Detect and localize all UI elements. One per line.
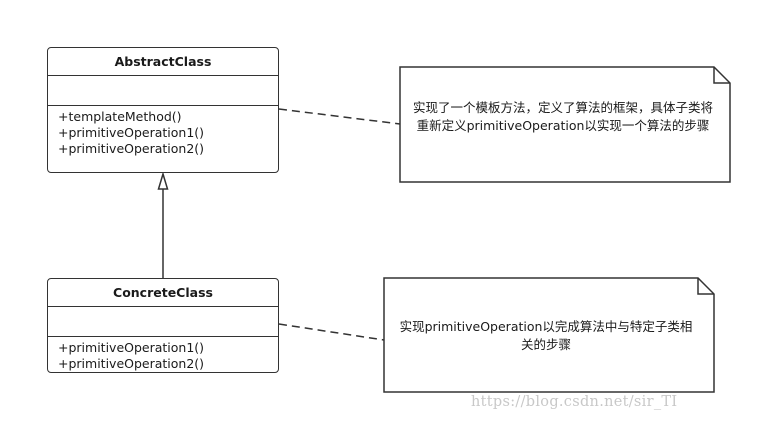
concrete-class-operations: +primitiveOperation1() +primitiveOperati… <box>48 337 278 372</box>
watermark: https://blog.csdn.net/sir_TI <box>471 394 678 410</box>
inheritance-arrowhead <box>157 171 169 190</box>
concrete-class-box[interactable]: ConcreteClass +primitiveOperation1() +pr… <box>47 278 279 373</box>
abstract-class-operations: +templateMethod() +primitiveOperation1()… <box>48 106 278 157</box>
concrete-class-name: ConcreteClass <box>48 279 278 307</box>
operation-primitive-1: +primitiveOperation1() <box>58 340 205 355</box>
operation-template-method: +templateMethod() <box>58 109 182 124</box>
note-abstract-text: 实现了一个模板方法，定义了算法的框架，具体子类将重新定义primitiveOpe… <box>412 100 713 133</box>
note-concrete-text: 实现primitiveOperation以完成算法中与特定子类相关的步骤 <box>399 319 693 352</box>
operation-primitive-1: +primitiveOperation1() <box>58 125 205 140</box>
concrete-class-attributes <box>48 307 278 337</box>
note-anchor-concrete <box>278 323 385 341</box>
note-anchor-abstract <box>278 108 401 125</box>
operation-primitive-2: +primitiveOperation2() <box>58 356 205 371</box>
note-concrete-shape <box>383 277 715 393</box>
abstract-class-attributes <box>48 76 278 106</box>
abstract-class-name: AbstractClass <box>48 48 278 76</box>
operation-primitive-2: +primitiveOperation2() <box>58 141 205 156</box>
abstract-class-box[interactable]: AbstractClass +templateMethod() +primiti… <box>47 47 279 173</box>
note-abstract-shape <box>399 66 731 183</box>
